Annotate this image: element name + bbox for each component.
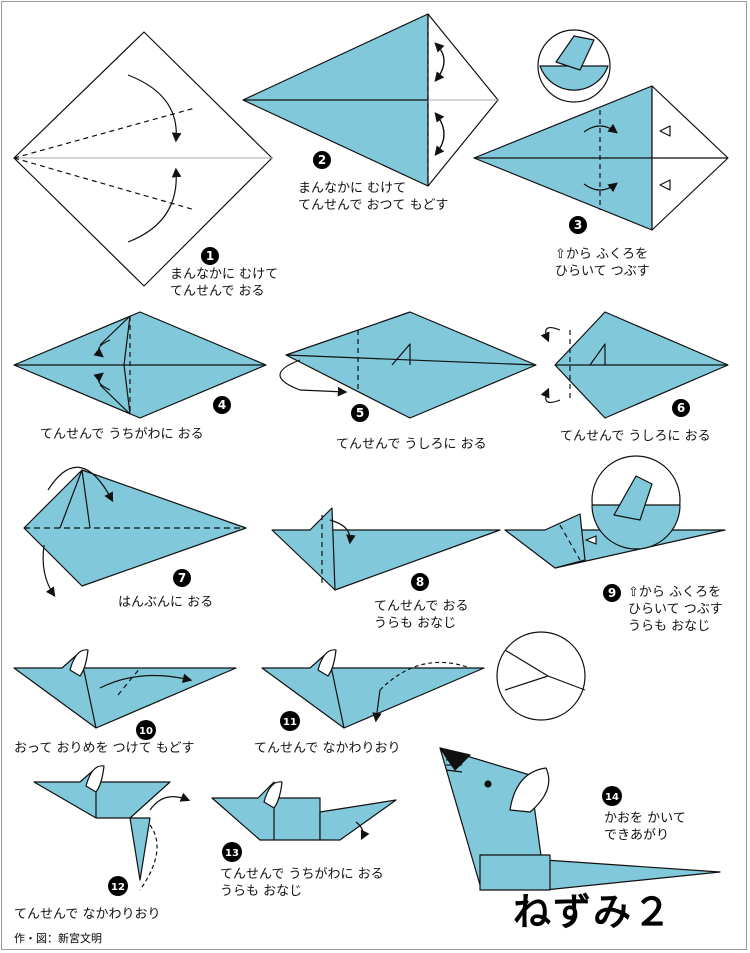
step-badge-label: 4 (218, 398, 226, 412)
step-7-caption: はんぶんに おる (118, 595, 214, 610)
step-9-figure (504, 455, 726, 569)
author-credit: 作・図：新宮文明 (14, 932, 102, 945)
step-badge (602, 786, 622, 806)
step-badge-label: 5 (356, 406, 364, 420)
step-badge (569, 216, 587, 234)
step-badge-label: 2 (318, 153, 326, 167)
step-badge-label: 13 (225, 848, 239, 859)
step-11-caption: てんせんで なかわりおり (254, 741, 401, 756)
step-1-figure (13, 31, 273, 287)
step-6-caption: てんせんで うしろに おる (560, 429, 711, 444)
step-14-caption: かおを かいて できあがり (604, 811, 686, 843)
step-7-figure (23, 466, 247, 597)
step-badge (173, 569, 191, 587)
step-1-caption: まんなかに むけて てんせんで おる (170, 267, 279, 299)
step-badge-label: 14 (605, 792, 619, 803)
step-badge-label: 7 (178, 571, 186, 585)
step-3-caption: ⇧から ふくろを ひらいて つぶす (555, 247, 650, 279)
step-11-figure (261, 631, 586, 729)
step-14-figure (439, 747, 721, 891)
step-3-figure (473, 29, 729, 231)
step-8-caption: てんせんで おる うらも おなじ (374, 599, 469, 631)
step-2-caption: まんなかに むけて てんせんで おつて もどす (298, 181, 449, 213)
step-badge-label: 11 (283, 717, 297, 728)
step-4-caption: てんせんで うちがわに おる (40, 427, 204, 442)
step-badge (222, 842, 242, 862)
step-2-figure (242, 13, 499, 187)
step-badge (351, 404, 369, 422)
step-badge-label: 3 (574, 218, 582, 232)
step-badge-label: 6 (677, 401, 685, 415)
step-badge (603, 584, 621, 602)
step-6-figure (540, 311, 729, 419)
step-badge (411, 573, 429, 591)
step-13-figure (211, 781, 397, 841)
step-badge (280, 711, 300, 731)
step-13-caption: てんせんで うちがわに おる うらも おなじ (220, 867, 384, 899)
step-badge (136, 720, 156, 740)
step-12-caption: てんせんで なかわりおり (14, 907, 161, 922)
step-badge-label: 10 (139, 726, 153, 737)
step-5-caption: てんせんで うしろに おる (336, 437, 487, 452)
step-badge (201, 247, 219, 265)
step-badge (213, 396, 231, 414)
step-badge (108, 876, 128, 896)
step-12-figure (33, 765, 191, 891)
step-10-caption: おって おりめを つけて もどす (14, 741, 195, 756)
step-8-figure (271, 507, 501, 591)
step-9-caption: ⇧から ふくろを ひらいて つぶす うらも おなじ (628, 585, 723, 634)
step-5-figure (279, 311, 537, 419)
step-badge (672, 399, 690, 417)
step-10-figure (13, 649, 237, 729)
step-badge-label: 9 (608, 586, 616, 600)
page-title: ねずみ２ (513, 890, 674, 934)
step-4-figure (13, 311, 267, 419)
step-badge (313, 151, 331, 169)
step-badge-label: 1 (206, 249, 214, 263)
step-badge-label: 12 (111, 882, 125, 893)
step-badge-label: 8 (416, 575, 424, 589)
